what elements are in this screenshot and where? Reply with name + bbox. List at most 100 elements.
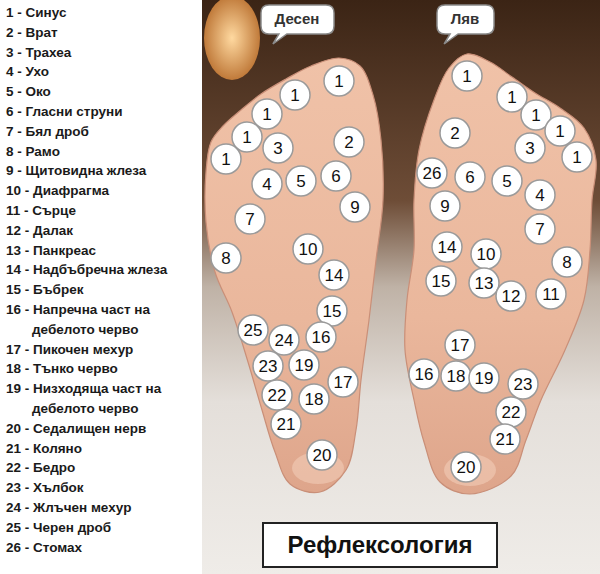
circle-shape — [515, 133, 545, 163]
callout-circle: 4 — [251, 168, 283, 200]
callout-circle: 21 — [270, 408, 302, 440]
legend-item: 26 - Стомах — [6, 538, 202, 558]
title-text: Рефлексология — [288, 531, 473, 559]
callout-circle: 26 — [416, 157, 448, 189]
circle-shape — [426, 266, 456, 296]
callout-circle: 20 — [306, 439, 338, 471]
callout-number: 8 — [562, 254, 571, 271]
callout-circle: 4 — [524, 179, 556, 211]
legend-item: 18 - Тънко черво — [6, 359, 202, 379]
legend-item: 13 - Панкреас — [6, 241, 202, 261]
legend-item: 8 - Рамо — [6, 142, 202, 162]
callout-number: 1 — [531, 107, 540, 124]
feet-illustration — [205, 54, 596, 494]
circle-shape — [417, 158, 447, 188]
callout-circle: 1 — [210, 143, 242, 175]
callout-circle: 20 — [450, 451, 482, 483]
legend-item: 5 - Око — [6, 82, 202, 102]
callout-number: 26 — [423, 165, 442, 182]
callout-circle: 2 — [439, 117, 471, 149]
callout-number: 4 — [535, 187, 544, 204]
legend-item: 22 - Бедро — [6, 458, 202, 478]
callout-circle: 6 — [454, 161, 486, 193]
callout-circle: 18 — [440, 360, 472, 392]
legend-item: 6 - Гласни струни — [6, 102, 202, 122]
circle-shape — [289, 350, 319, 380]
legend-item: 19 - Низходяща част на дебелото черво — [6, 379, 202, 419]
circle-shape — [211, 144, 241, 174]
side-label: Десен — [275, 11, 320, 28]
callout-number: 20 — [457, 459, 476, 476]
circle-shape — [263, 133, 293, 163]
callout-number: 1 — [242, 129, 251, 146]
callout-circle: 1 — [561, 141, 593, 173]
callout-number: 8 — [221, 250, 230, 267]
callout-circle: 1 — [279, 79, 311, 111]
legend-item: 9 - Щитовидна жлеза — [6, 161, 202, 181]
callout-circle: 23 — [252, 350, 284, 382]
callout-circle: 8 — [210, 242, 242, 274]
callout-number: 11 — [542, 286, 560, 303]
circle-shape — [440, 118, 470, 148]
callout-circle: 9 — [339, 191, 371, 223]
legend-item: 2 - Врат — [6, 23, 202, 43]
circle-shape — [235, 204, 265, 234]
bubble-shape — [437, 5, 494, 44]
callout-circle: 21 — [489, 423, 521, 455]
callout-circle: 19 — [288, 349, 320, 381]
callout-number: 21 — [277, 416, 296, 433]
legend-item: 7 - Бял дроб — [6, 122, 202, 142]
circle-shape — [430, 191, 460, 221]
callout-number: 1 — [555, 123, 564, 140]
callout-circle: 3 — [514, 132, 546, 164]
speech-bubble: Десен — [261, 5, 334, 34]
circle-shape — [452, 61, 482, 91]
circle-shape — [469, 268, 499, 298]
legend-item: 1 - Синус — [6, 3, 202, 23]
callout-circle: 10 — [292, 233, 324, 265]
callout-circle: 11 — [535, 278, 567, 310]
callout-number: 1 — [507, 89, 516, 106]
callout-number: 14 — [325, 267, 344, 284]
callout-number: 20 — [313, 447, 332, 464]
foot-shape — [205, 58, 383, 493]
callout-number: 9 — [350, 199, 359, 216]
circle-shape — [552, 247, 582, 277]
circle-shape — [496, 281, 526, 311]
callout-number: 22 — [268, 387, 287, 404]
callout-circle: 2 — [333, 126, 365, 158]
callout-number: 1 — [221, 151, 230, 168]
callout-number: 4 — [262, 176, 271, 193]
callout-circle: 7 — [234, 203, 266, 235]
legend-list: 1 - Синус2 - Врат3 - Трахеа4 - Ухо5 - Ок… — [6, 3, 202, 557]
circle-shape — [211, 243, 241, 273]
callout-number: 23 — [514, 376, 533, 393]
callout-circle: 15 — [425, 265, 457, 297]
title-box: Рефлексология — [262, 522, 498, 568]
circle-shape — [496, 397, 526, 427]
legend-item: 12 - Далак — [6, 221, 202, 241]
callout-circle: 17 — [444, 329, 476, 361]
callout-number: 25 — [244, 322, 263, 339]
callout-number: 17 — [334, 374, 353, 391]
callout-number: 6 — [465, 169, 474, 186]
legend-item: 3 - Трахеа — [6, 43, 202, 63]
callout-number: 5 — [502, 173, 511, 190]
callout-circle: 12 — [495, 280, 527, 312]
legend-item: 10 - Диафрагма — [6, 181, 202, 201]
callout-circle: 19 — [468, 362, 500, 394]
legend-item: 15 - Бъбрек — [6, 280, 202, 300]
circle-shape — [307, 440, 337, 470]
circle-shape — [321, 161, 351, 191]
circle-shape — [286, 166, 316, 196]
circle-shape — [253, 351, 283, 381]
callout-circle: 16 — [408, 358, 440, 390]
callout-circle: 14 — [318, 259, 350, 291]
callout-number: 18 — [447, 368, 466, 385]
callout-circle: 5 — [285, 165, 317, 197]
circle-shape — [441, 361, 471, 391]
callout-number: 22 — [502, 404, 521, 421]
circle-shape — [262, 380, 292, 410]
